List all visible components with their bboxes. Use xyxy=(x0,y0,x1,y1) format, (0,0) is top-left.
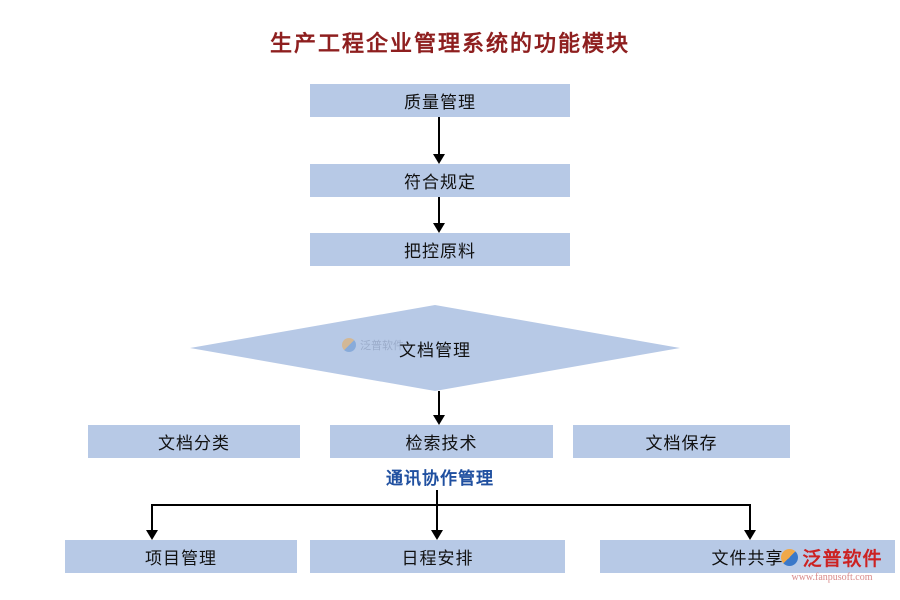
node-doc-save: 文档保存 xyxy=(573,425,790,458)
arrow-head-icon xyxy=(433,154,445,164)
node-schedule: 日程安排 xyxy=(310,540,565,573)
brand-watermark: 泛普软件 www.fanpusoft.com xyxy=(768,544,896,583)
arrow-head-icon xyxy=(433,415,445,425)
node-project-management: 项目管理 xyxy=(65,540,297,573)
watermark-brand-text: 泛普软件 xyxy=(360,340,404,352)
arrow-line-to-schedule xyxy=(436,504,438,530)
watermark-url: www.fanpusoft.com xyxy=(791,572,873,583)
arrow-head-icon xyxy=(744,530,756,540)
node-control-material: 把控原料 xyxy=(310,233,570,266)
node-comply-rules: 符合规定 xyxy=(310,164,570,197)
arrow-line-quality-to-comply xyxy=(438,117,440,154)
arrow-head-icon xyxy=(146,530,158,540)
connector-stem-line xyxy=(436,490,438,506)
arrow-line-to-project xyxy=(151,504,153,530)
node-doc-classification: 文档分类 xyxy=(88,425,300,458)
diagram-title: 生产工程企业管理系统的功能模块 xyxy=(269,31,630,56)
arrow-line-comply-to-material xyxy=(438,197,440,223)
node-search-technology: 检索技术 xyxy=(330,425,553,458)
connector-horizontal-line xyxy=(151,504,751,506)
arrow-head-icon xyxy=(431,530,443,540)
fanpu-logo-icon xyxy=(342,338,356,352)
node-label: 文档管理 xyxy=(399,340,471,360)
fanpu-logo-icon xyxy=(781,549,799,566)
arrow-head-icon xyxy=(433,223,445,233)
arrow-line-to-fileshare xyxy=(749,504,751,530)
center-watermark: 泛普软件 xyxy=(342,337,404,353)
arrow-line-diamond-to-search xyxy=(438,391,440,415)
node-quality-management: 质量管理 xyxy=(310,84,570,117)
comm-collaboration-label: 通讯协作管理 xyxy=(386,469,494,488)
node-file-sharing: 文件共享 xyxy=(600,540,895,573)
node-document-management: 文档管理 xyxy=(190,305,680,391)
diamond-shape xyxy=(190,305,680,391)
watermark-brand-text: 泛普软件 xyxy=(802,549,883,570)
